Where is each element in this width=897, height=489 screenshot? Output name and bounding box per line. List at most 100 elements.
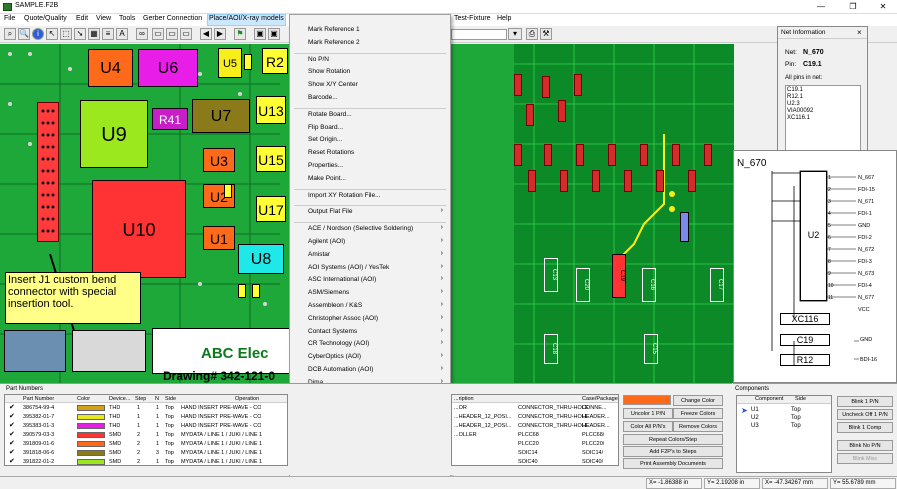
remove-colors-button[interactable]: Remove Colors — [673, 421, 723, 432]
flag-icon[interactable]: ⚑ — [234, 28, 246, 40]
zoom-icon[interactable]: ⌕ — [4, 28, 16, 40]
pcb-pad[interactable] — [560, 170, 568, 192]
print-icon[interactable]: ⎙ — [526, 28, 538, 40]
blink-comp-button[interactable]: Blink 1 Comp — [837, 422, 893, 433]
dropdown-item[interactable]: Rotate Board... — [308, 110, 352, 118]
color-swatch[interactable] — [77, 441, 105, 447]
layers-icon[interactable]: ≡ — [102, 28, 114, 40]
row-check-icon[interactable]: ✔ — [9, 431, 15, 438]
dropdown-item[interactable]: Dima — [308, 379, 323, 386]
pin-item[interactable]: R12.1 — [787, 94, 804, 100]
pcb-pad[interactable] — [640, 144, 648, 166]
pin-item[interactable]: U2.3 — [787, 101, 800, 107]
dropdown-item[interactable]: Set Origin... — [308, 136, 343, 144]
dropdown-item[interactable]: ACE / Nordson (Selective Soldering) — [308, 225, 414, 233]
component-r41[interactable]: R41 — [152, 108, 188, 130]
dropdown-item[interactable]: Reset Rotations — [308, 149, 355, 157]
minimize-button[interactable]: — — [817, 2, 825, 11]
dropdown-item[interactable]: ASC International (AOI) — [308, 276, 377, 284]
binoculars-icon[interactable]: ∞ — [136, 28, 148, 40]
dropdown-item[interactable]: CR Technology (AOI) — [308, 340, 370, 348]
menu-file[interactable]: File — [4, 15, 16, 22]
capacitor-c13[interactable]: C13 — [544, 258, 558, 292]
grid-icon[interactable]: ▦ — [88, 28, 100, 40]
info-icon[interactable]: i — [32, 28, 44, 40]
menu-view[interactable]: View — [96, 15, 112, 22]
capacitor-c16[interactable]: C16 — [642, 268, 656, 302]
pcb-pad[interactable] — [656, 170, 664, 192]
capacitor-c18[interactable]: C18 — [544, 334, 558, 364]
menu-help[interactable]: Help — [497, 15, 512, 22]
pin-item[interactable]: C19.1 — [787, 87, 804, 93]
col-side[interactable]: Side — [165, 396, 177, 402]
row-check-icon[interactable]: ✔ — [9, 449, 15, 456]
repeat-colors-button[interactable]: Repeat Colors/Step — [623, 434, 723, 445]
row-check-icon[interactable]: ✔ — [9, 413, 15, 420]
schematic-xc116[interactable]: XC116 — [780, 313, 830, 325]
col-step[interactable]: Step — [135, 396, 147, 402]
cursor-icon[interactable]: ↖ — [46, 28, 58, 40]
pcb-pad[interactable] — [608, 144, 616, 166]
dropdown-item[interactable]: Show X/Y Center — [308, 81, 358, 89]
dropdown-item[interactable]: ASM/Siemens — [308, 289, 350, 297]
dropdown-item[interactable]: Amistar — [308, 250, 331, 258]
dropdown-item[interactable]: Barcode... — [308, 94, 338, 101]
capacitor-c15[interactable]: C15 — [644, 334, 658, 364]
dropdown-item[interactable]: Mark Reference 2 — [308, 38, 360, 46]
dropdown-item[interactable]: Mark Reference 1 — [308, 26, 360, 33]
close-button[interactable]: ✕ — [879, 2, 887, 11]
toolbar-combo[interactable] — [451, 29, 507, 40]
pcb-pad[interactable] — [688, 170, 696, 192]
dropdown-item[interactable]: Properties... — [308, 162, 344, 169]
component-icon-2[interactable]: ▭ — [166, 28, 178, 40]
dropdown-item[interactable]: Import XY Rotation File... — [308, 191, 381, 199]
component-u3[interactable]: U3 — [203, 148, 235, 172]
arrow-right-icon[interactable]: ▶ — [214, 28, 226, 40]
component-icon-1[interactable]: ▭ — [152, 28, 164, 40]
component-u5[interactable]: U5 — [218, 48, 242, 78]
dropdown-item[interactable]: AOI Systems (AOI) / YesTek — [308, 263, 390, 271]
select-icon[interactable]: ⬚ — [60, 28, 72, 40]
color-swatch[interactable] — [77, 459, 105, 465]
uncheck-off-pn-button[interactable]: Uncheck Off 1 P/N — [837, 409, 893, 420]
pcb-pad[interactable] — [574, 74, 582, 96]
view-icon-2[interactable]: ▣ — [268, 28, 280, 40]
color-swatch[interactable] — [77, 423, 105, 429]
component-u13[interactable]: U13 — [256, 96, 286, 124]
dropdown-item[interactable]: Output Flat File — [308, 208, 353, 216]
component-u7[interactable]: U7 — [192, 99, 250, 133]
part-numbers-table[interactable]: Part Number Color Device... Step N Side … — [4, 394, 288, 466]
connector-j1[interactable] — [37, 102, 59, 242]
col-color[interactable]: Color — [77, 396, 91, 402]
pin-item[interactable]: VIA00092 — [787, 108, 814, 114]
component-u10[interactable]: U10 — [92, 180, 186, 278]
pcb-pad[interactable] — [514, 144, 522, 166]
capacitor-yellow[interactable] — [224, 184, 232, 198]
component-u8[interactable]: U8 — [238, 244, 284, 274]
capacitor-yellow[interactable] — [238, 284, 246, 298]
pcb-pad[interactable] — [542, 76, 550, 98]
change-color-button[interactable]: Change Color — [673, 395, 723, 406]
color-swatch[interactable] — [77, 405, 105, 411]
capacitor-c20[interactable]: C20 — [576, 268, 590, 302]
schematic-view[interactable]: N_670 U2 1 2 3 4 5 6 7 8 9 10 11 N_667 F… — [733, 150, 897, 383]
maximize-button[interactable]: ❐ — [849, 2, 857, 11]
capacitor-yellow[interactable] — [252, 284, 260, 298]
pcb-pad[interactable] — [526, 104, 534, 126]
color-swatch[interactable] — [77, 432, 105, 438]
menu-test-fixture[interactable]: Test-Fixture — [454, 15, 491, 22]
